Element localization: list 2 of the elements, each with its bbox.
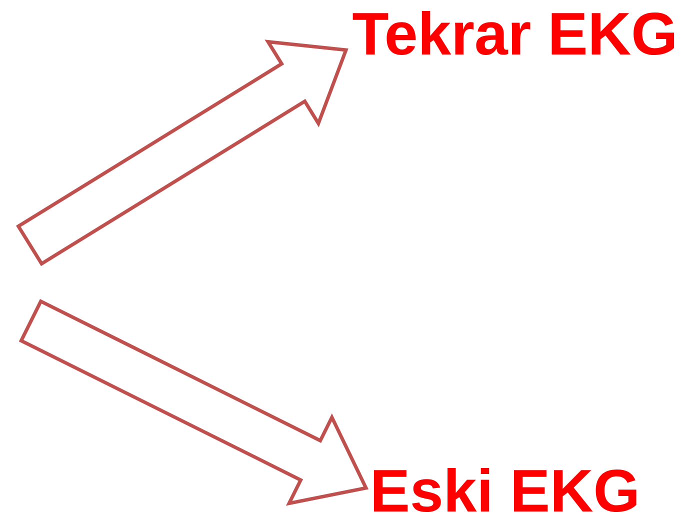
text-label: Eski EKG	[374, 468, 636, 512]
text-label: Tekrar EKG	[352, 10, 674, 56]
